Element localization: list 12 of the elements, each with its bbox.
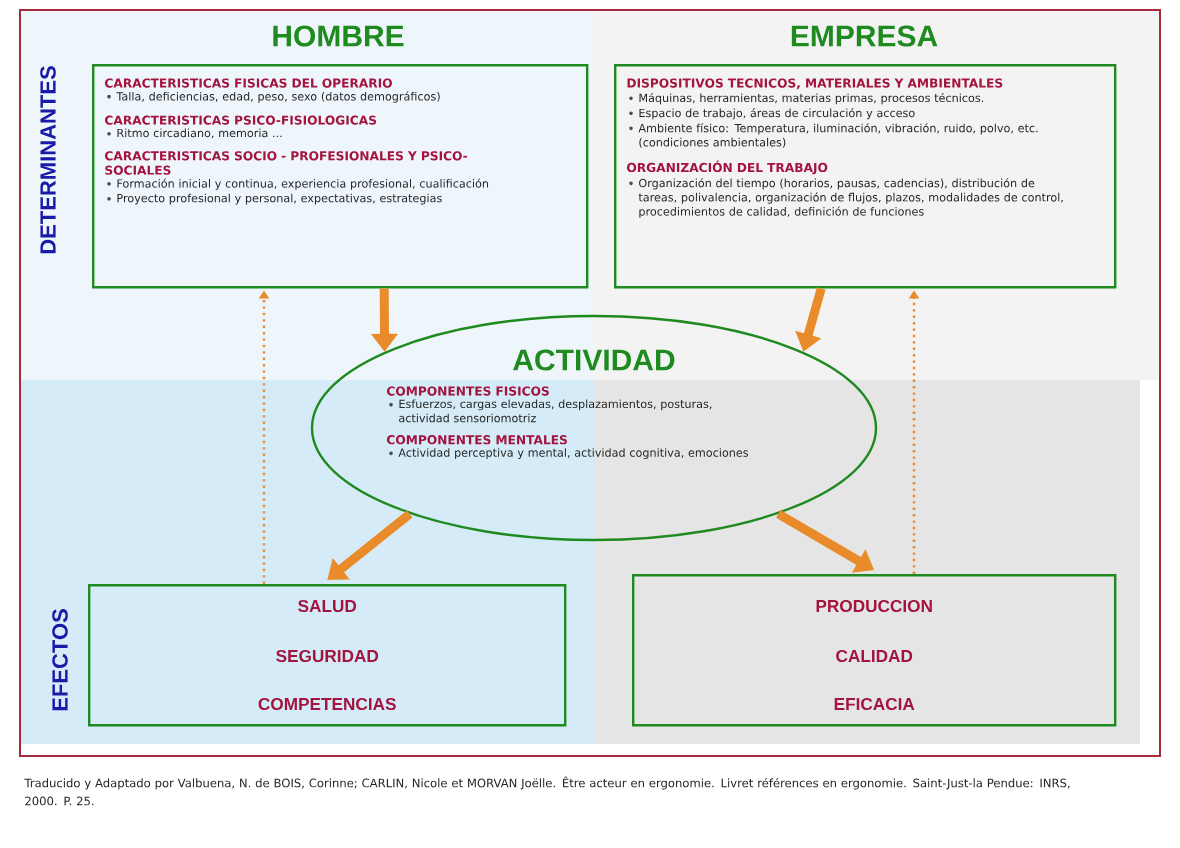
arrow (327, 510, 413, 580)
effect-label: PRODUCCION (816, 599, 932, 613)
heading: HOMBRE (273, 25, 404, 47)
effect-label: EFICACIA (834, 697, 915, 711)
effect-label: COMPETENCIAS (258, 697, 396, 711)
side-label: EFECTOS (52, 609, 68, 711)
effect-label: SALUD (298, 599, 357, 613)
heading: ACTIVIDAD (513, 349, 675, 371)
effect-label: SEGURIDAD (276, 649, 379, 663)
effect-label: CALIDAD (836, 649, 913, 663)
side-label: DETERMINANTES (40, 66, 56, 254)
heading: EMPRESA (791, 25, 938, 47)
